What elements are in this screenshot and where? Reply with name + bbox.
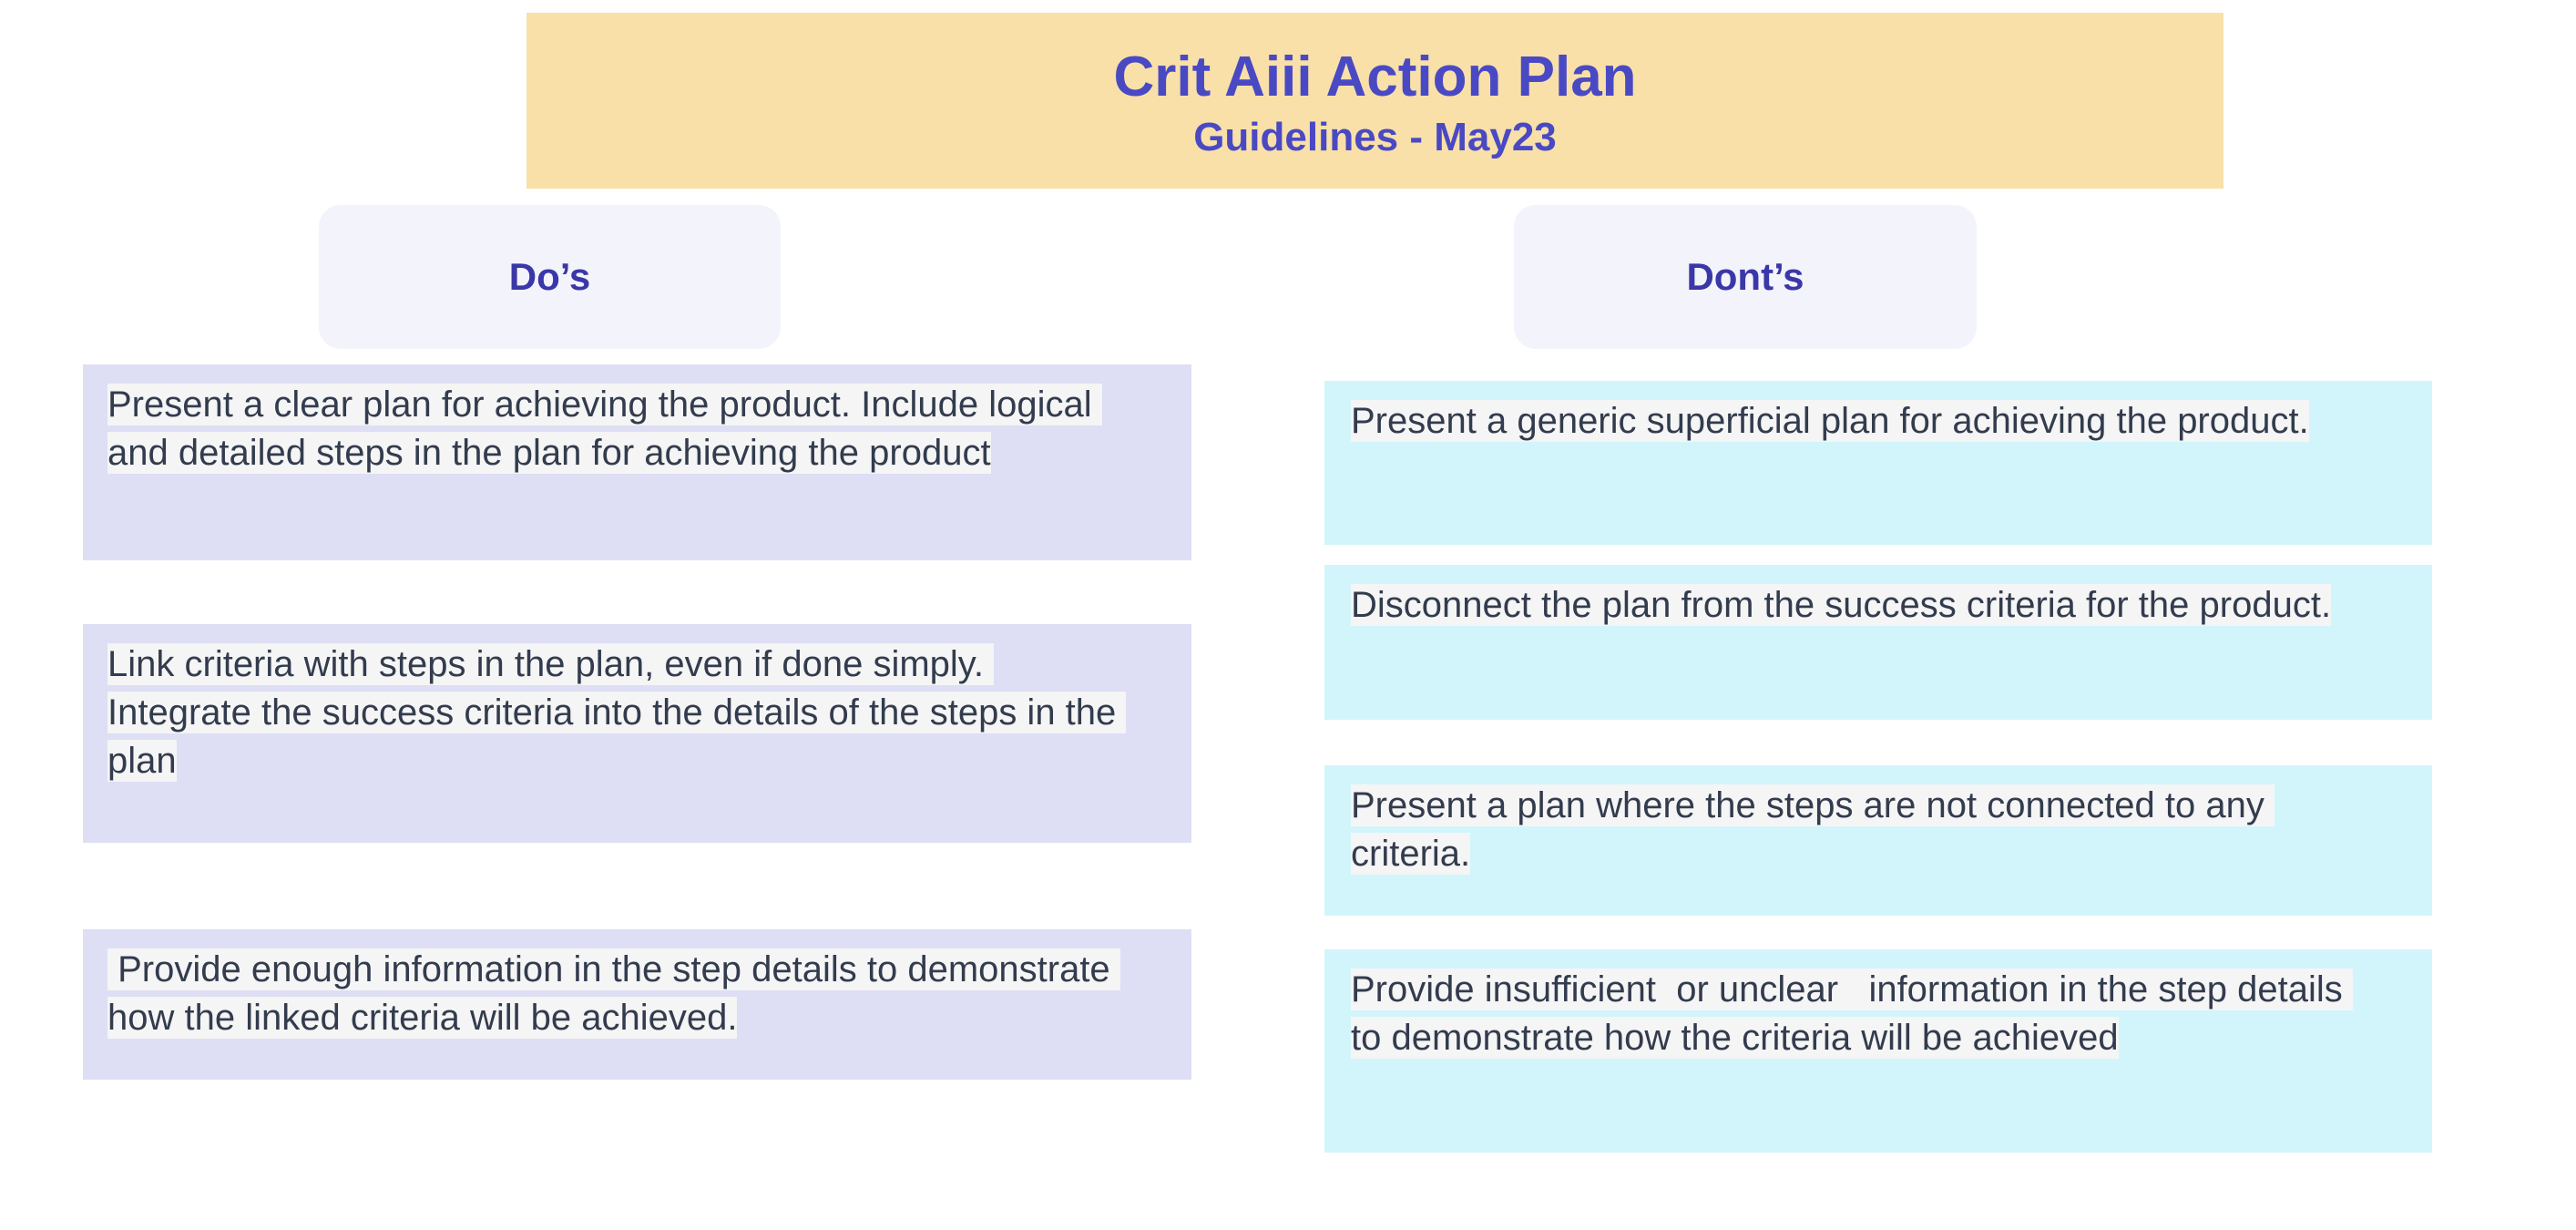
- dos-card-text: Present a clear plan for achieving the p…: [107, 381, 1137, 477]
- donts-card: Provide insufficient or unclear informat…: [1324, 949, 2432, 1153]
- donts-card-text-span: Present a generic superficial plan for a…: [1351, 400, 2309, 442]
- dos-card: Provide enough information in the step d…: [83, 929, 1191, 1080]
- title-banner: Crit Aiii Action Plan Guidelines - May23: [526, 13, 2223, 189]
- donts-card: Present a plan where the steps are not c…: [1324, 765, 2432, 916]
- donts-card: Present a generic superficial plan for a…: [1324, 381, 2432, 545]
- column-header-donts: Dont’s: [1514, 205, 1977, 349]
- dos-card-text-span: Link criteria with steps in the plan, ev…: [107, 643, 1127, 783]
- donts-card: Disconnect the plan from the success cri…: [1324, 565, 2432, 720]
- column-header-dos: Do’s: [319, 205, 781, 349]
- dos-card-text: Link criteria with steps in the plan, ev…: [107, 641, 1137, 786]
- donts-card-text: Present a plan where the steps are not c…: [1351, 782, 2380, 878]
- dos-card: Link criteria with steps in the plan, ev…: [83, 624, 1191, 843]
- column-header-donts-label: Dont’s: [1686, 255, 1804, 298]
- donts-card-text: Present a generic superficial plan for a…: [1351, 397, 2380, 446]
- donts-card-text-span: Disconnect the plan from the success cri…: [1351, 584, 2332, 626]
- donts-card-text-span: Provide insufficient or unclear informat…: [1351, 969, 2353, 1060]
- page-title: Crit Aiii Action Plan: [1113, 45, 1637, 108]
- dos-card-text: Provide enough information in the step d…: [107, 946, 1137, 1042]
- dos-card-text-span: Provide enough information in the step d…: [107, 948, 1120, 1040]
- donts-card-text-span: Present a plan where the steps are not c…: [1351, 784, 2274, 876]
- page-subtitle: Guidelines - May23: [1193, 114, 1557, 159]
- donts-card-text: Provide insufficient or unclear informat…: [1351, 966, 2380, 1062]
- dos-card: Present a clear plan for achieving the p…: [83, 364, 1191, 560]
- dos-card-text-span: Present a clear plan for achieving the p…: [107, 384, 1102, 475]
- donts-card-text: Disconnect the plan from the success cri…: [1351, 581, 2380, 630]
- column-header-dos-label: Do’s: [508, 255, 591, 298]
